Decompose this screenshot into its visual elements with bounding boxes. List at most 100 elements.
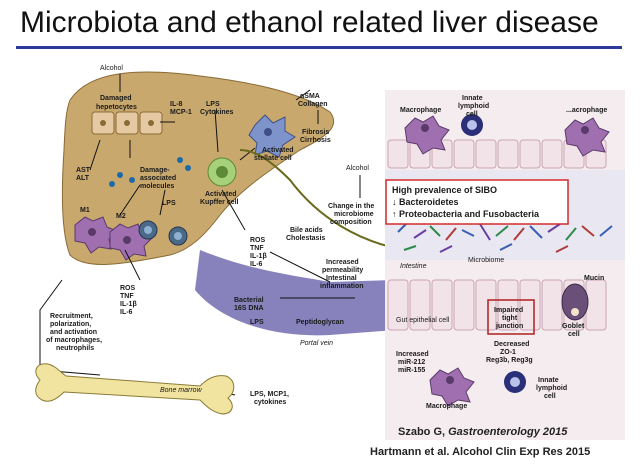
damp-molecules <box>109 157 191 187</box>
label-impaired-2: tight <box>502 315 518 322</box>
label-kupffer-2: Kupffer cell <box>200 199 239 206</box>
label-decreased-1: Decreased <box>494 341 529 348</box>
label-innate-bottom-1: Innate <box>538 377 559 384</box>
label-stellate-1: Activated <box>262 147 294 154</box>
label-damp-2: associated <box>140 175 176 182</box>
microbiome-bacteria <box>397 221 613 253</box>
label-microbiome: Microbiome <box>468 257 504 264</box>
label-perm-3: Intestinal <box>326 275 357 282</box>
label-recruit-4: of macrophages, <box>46 337 102 344</box>
label-ros-m-3: IL-1β <box>250 253 267 260</box>
label-impaired-1: Impaired <box>494 307 523 314</box>
citation-szabo: Szabo G, Gastroenterology 2015 <box>398 426 567 438</box>
label-gut-epithelial: Gut epithelial cell <box>396 317 450 324</box>
label-innate-bottom-3: cell <box>544 393 556 400</box>
label-mcp1: MCP-1 <box>170 109 192 116</box>
label-cirrhosis: Cirrhosis <box>300 137 331 144</box>
citation-szabo-author: Szabo G, <box>398 426 449 438</box>
label-recruit-1: Recruitment, <box>50 313 93 320</box>
liver-macrophages <box>74 216 188 261</box>
label-perm-1: Increased <box>326 259 359 266</box>
label-stellate-2: stellate cell <box>254 155 292 162</box>
label-bile-1: Bile acids <box>290 227 323 234</box>
label-bact-1: Bacterial <box>234 297 264 304</box>
sibo-line1: High prevalence of SIBO <box>392 185 497 195</box>
label-goblet-1: Goblet <box>562 323 585 330</box>
diagram-labels: Alcohol Damaged hepetocytes IL-8 MCP-1 L… <box>46 65 607 410</box>
label-bone-marrow: Bone marrow <box>160 387 203 394</box>
label-innate-top-2: lymphoid <box>458 103 489 110</box>
label-alcohol-top: Alcohol <box>100 65 123 72</box>
sibo-box <box>385 179 569 225</box>
label-innate-top-3: cell <box>466 111 478 118</box>
label-cytokines-top: Cytokines <box>200 109 234 116</box>
label-ros-m-1: ROS <box>250 237 266 244</box>
label-damp-3: molecules <box>140 183 174 190</box>
label-increased-2: miR-212 <box>398 359 425 366</box>
label-bile-2: Cholestasis <box>286 235 325 242</box>
label-macrophage-top: Macrophage <box>400 107 441 114</box>
label-il8: IL-8 <box>170 101 183 108</box>
bone-marrow-bone <box>35 363 235 415</box>
label-ros-l-1: ROS <box>120 285 136 292</box>
microbiome-to-liver-arrow <box>239 149 396 249</box>
label-impaired-3: junction <box>495 323 523 330</box>
kupffer-cell <box>207 157 237 187</box>
label-macrophage-right: ...acrophage <box>566 107 607 114</box>
label-ast: AST <box>76 167 91 174</box>
label-decreased-2: ZO-1 <box>500 349 516 356</box>
label-m2: M2 <box>116 213 126 220</box>
label-portal-vein: Portal vein <box>300 340 333 347</box>
label-recruit-5: neutrophils <box>56 345 94 352</box>
label-lps-mcp1: LPS, MCP1, <box>250 391 289 398</box>
label-asma: αSMA <box>300 93 320 100</box>
label-lps-arrow: LPS <box>250 319 264 326</box>
label-alt: ALT <box>76 175 90 182</box>
sibo-line2: ↓ Bacteroidetes <box>392 197 459 207</box>
label-peptidoglycan: Peptidoglycan <box>296 319 344 326</box>
goblet-cell <box>561 283 589 321</box>
label-ros-l-2: TNF <box>120 293 134 300</box>
label-collagen: Collagen <box>298 101 328 108</box>
label-fibrosis: Fibrosis <box>302 129 329 136</box>
label-change-1: Change in the <box>328 203 374 210</box>
label-innate-top-1: Innate <box>462 95 483 102</box>
label-lps-mid: LPS <box>162 200 176 207</box>
stellate-cell <box>248 114 296 158</box>
label-ros-l-4: IL-6 <box>120 309 133 316</box>
title-underline <box>16 46 622 49</box>
label-damaged-1: Damaged <box>100 95 132 102</box>
label-kupffer-1: Activated <box>205 191 237 198</box>
label-increased-1: Increased <box>396 351 429 358</box>
label-recruit-2: polarization, <box>50 321 91 328</box>
hepatocyte-cells <box>91 111 163 135</box>
epithelium-bottom <box>387 279 607 331</box>
label-intestine: Intestine <box>400 263 427 270</box>
impaired-junction-box <box>487 299 535 335</box>
label-ros-l-3: IL-1β <box>120 301 137 308</box>
label-recruit-3: and activation <box>50 329 97 336</box>
label-perm-4: inflammation <box>320 283 364 290</box>
sibo-line3: ↑ Proteobacteria and Fusobacteria <box>392 209 540 219</box>
label-bact-2: 16S DNA <box>234 305 264 312</box>
label-increased-3: miR-155 <box>398 367 425 374</box>
label-m1: M1 <box>80 207 90 214</box>
label-goblet-2: cell <box>568 331 580 338</box>
label-innate-bottom-2: lymphoid <box>536 385 567 392</box>
label-damaged-2: hepetocytes <box>96 104 137 111</box>
top-immune-cells <box>404 114 610 157</box>
bottom-immune-cells <box>429 367 526 407</box>
label-ros-m-2: TNF <box>250 245 264 252</box>
label-lps-top: LPS <box>206 101 220 108</box>
label-change-2: microbiome <box>334 211 374 218</box>
label-change-3: composition <box>330 219 372 226</box>
label-ros-m-4: IL-6 <box>250 261 263 268</box>
label-macrophage-bottom: Macrophage <box>426 403 467 410</box>
label-perm-2: permeability <box>322 267 363 274</box>
citation-szabo-journal: Gastroenterology 2015 <box>448 426 568 438</box>
citation-hartmann: Hartmann et al. Alcohol Clin Exp Res 201… <box>370 446 591 458</box>
portal-vein <box>195 250 395 336</box>
slide-title: Microbiota and ethanol related liver dis… <box>20 6 599 39</box>
label-decreased-3: Reg3b, Reg3g <box>486 357 533 364</box>
